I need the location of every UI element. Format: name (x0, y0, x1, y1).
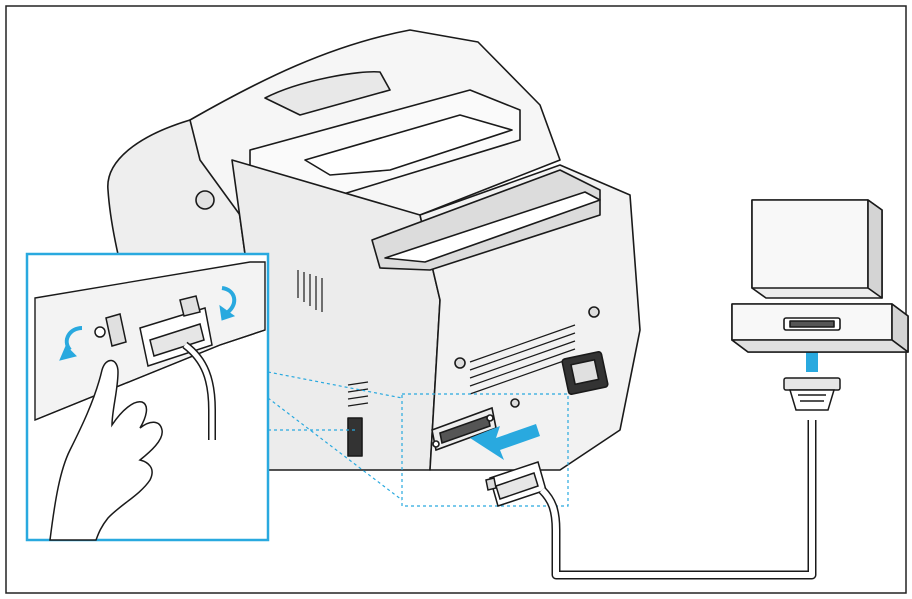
side-knob (195, 190, 215, 210)
side-vents (297, 270, 369, 407)
paper-tray-extension (304, 114, 513, 176)
port-highlight-box (401, 393, 569, 507)
back-vents (469, 324, 576, 395)
rotate-arrow-icon (59, 286, 237, 361)
side-connector (347, 417, 363, 457)
insert-arrow-printer (470, 424, 540, 460)
printer-icon (107, 29, 641, 471)
hand-icon (49, 359, 163, 541)
inset-cable-plug (94, 295, 216, 440)
parallel-port-icon (431, 406, 497, 452)
parallel-cable-icon (485, 461, 547, 507)
computer-cable-plug (783, 377, 841, 411)
paper-guide (264, 70, 391, 116)
figure-frame (5, 5, 907, 594)
zoom-guides (267, 371, 569, 507)
detail-inset (25, 252, 270, 542)
computer-icon (731, 199, 909, 353)
